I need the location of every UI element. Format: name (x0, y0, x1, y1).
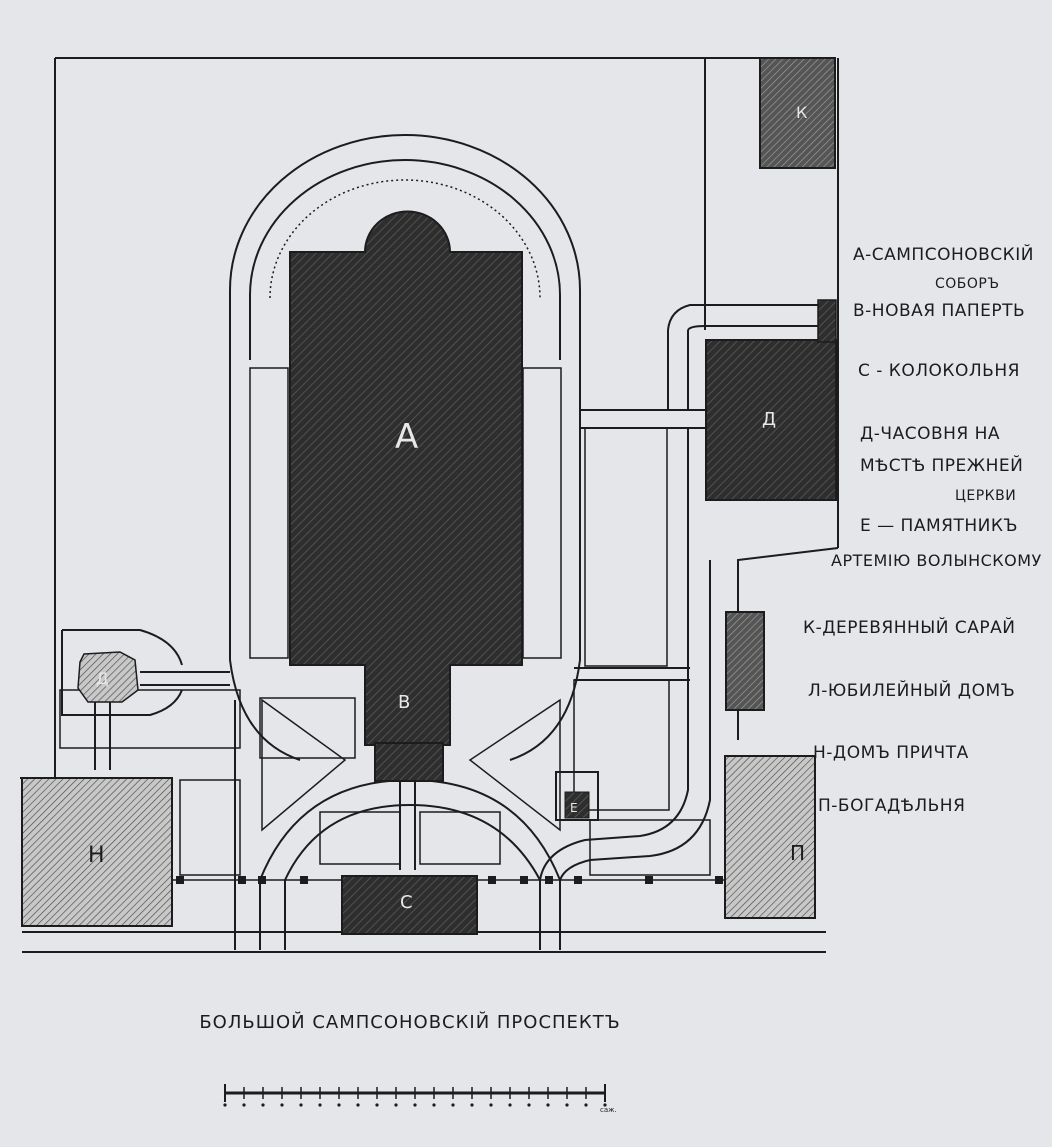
legend-E-line1: Е — ПАМЯТНИКЪ (860, 516, 1019, 536)
scale-bar: саж. (223, 1084, 617, 1114)
scale-tick-dot (584, 1103, 588, 1107)
scale-tick-dot (280, 1103, 284, 1107)
legend-E-line2: АРТЕМІЮ ВОЛЫНСКОМУ (831, 551, 1042, 570)
scale-tick-dot (565, 1103, 569, 1107)
street-name: БОЛЬШОЙ САМПСОНОВСКІЙ ПРОСПЕКТЪ (199, 1012, 621, 1033)
building-D-small (77, 651, 139, 703)
scale-tick-dot (394, 1103, 398, 1107)
label-E: Е (570, 801, 578, 815)
building-E-monument-core (564, 791, 590, 819)
scale-tick-dot (432, 1103, 436, 1107)
scale-tick-dot (375, 1103, 379, 1107)
building-K-shed (759, 57, 836, 169)
label-N: Н (88, 843, 105, 868)
scale-tick-dot (489, 1103, 493, 1107)
building-C-belltower (341, 875, 478, 935)
oval-path (229, 134, 581, 761)
legend-D-line3: ЦЕРКВИ (955, 488, 1017, 504)
scale-tick-dot (223, 1103, 227, 1107)
label-D-small: Д (96, 669, 109, 688)
legend-L: Л-ЮБИЛЕЙНЫЙ ДОМЪ (808, 681, 1016, 701)
building-A-cathedral (289, 210, 523, 746)
label-K: К (796, 103, 808, 122)
legend-C: С - КОЛОКОЛЬНЯ (858, 361, 1020, 381)
scale-tick-dot (242, 1103, 246, 1107)
building-L-jubilee-house (725, 611, 765, 711)
legend-B: В-НОВАЯ ПАПЕРТЬ (853, 301, 1026, 321)
building-letters: А В С Д Д Е К Н П (88, 103, 808, 913)
scale-tick-dot (299, 1103, 303, 1107)
legend-D-line1: Д-ЧАСОВНЯ НА (860, 424, 1001, 444)
scale-tick-dot (546, 1103, 550, 1107)
label-C: С (400, 892, 413, 913)
legend-N: Н-ДОМЪ ПРИЧТА (813, 743, 969, 763)
building-D-chapel (705, 339, 837, 501)
building-E-monument (555, 771, 599, 821)
fence-posts (176, 876, 723, 884)
scale-tick-dot (318, 1103, 322, 1107)
legend-K: К-ДЕРЕВЯННЫЙ САРАЙ (803, 618, 1016, 638)
monument-enclosure (61, 629, 183, 716)
building-B-porch (374, 742, 444, 782)
scale-unit: саж. (600, 1106, 617, 1114)
scale-tick-dot (451, 1103, 455, 1107)
scale-tick-dot (470, 1103, 474, 1107)
label-D-main: Д (762, 409, 776, 430)
scale-tick-dot (527, 1103, 531, 1107)
legend-A-line2: СОБОРЪ (935, 276, 1000, 292)
walkways (20, 304, 820, 950)
legend-A-line1: А-САМПСОНОВСКІЙ (853, 245, 1034, 265)
legend-D-line2: МѢСТѢ ПРЕЖНЕЙ (860, 456, 1024, 476)
building-N-clergy-house (21, 777, 173, 927)
scale-tick-dot (261, 1103, 265, 1107)
scale-tick-dot (508, 1103, 512, 1107)
scale-tick-dot (356, 1103, 360, 1107)
scale-tick-dot (603, 1103, 607, 1107)
label-A: А (395, 417, 418, 457)
label-B: В (398, 692, 410, 713)
scale-tick-dot (413, 1103, 417, 1107)
building-D-chapel-annex (817, 299, 837, 343)
building-P-almshouse (724, 755, 816, 919)
scale-tick-dot (337, 1103, 341, 1107)
scale-ticks (223, 1087, 607, 1107)
label-P: П (790, 841, 805, 865)
legend-P: П-БОГАДѢЛЬНЯ (818, 796, 966, 816)
